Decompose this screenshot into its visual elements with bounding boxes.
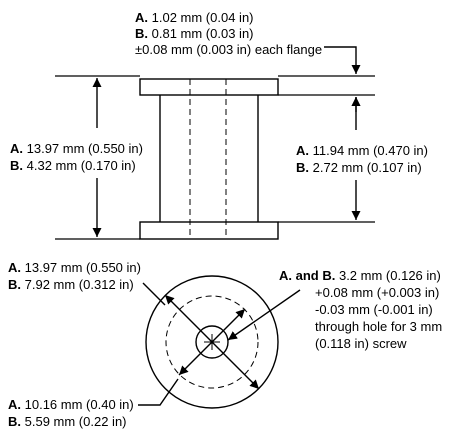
body-circle-hidden [165,295,259,389]
body-diameter-a-label: A. 10.16 mm (0.40 in) [8,397,134,412]
flange-thickness-tolerance-label: ±0.08 mm (0.003 in) each flange [135,42,325,58]
through-hole-label-4: through hole for 3 mm [315,319,443,334]
inner-length-b-label: B. 2.72 mm (0.107 in) [296,160,422,175]
body-diameter-arrow [178,341,213,376]
body-diameter-b-label: B. 5.59 mm (0.22 in) [8,414,127,429]
inner-length-a-label: A. 11.94 mm (0.470 in) [296,143,428,158]
through-hole-label-2: +0.08 mm (+0.003 in) [315,285,440,300]
overall-length-b-label: B. 4.32 mm (0.170 in) [10,158,136,173]
through-hole-leader [227,289,301,341]
outer-diameter-leader [142,282,166,306]
flange-thickness-a-label: A. 1.02 mm (0.04 in) [135,10,254,25]
body-diameter-leader [138,378,179,406]
top-flange [139,78,279,96]
through-hole-label-5: (0.118 in) screw [315,336,407,351]
through-hole-circle [195,325,229,359]
end-view [138,275,301,409]
flange-thickness-b-label: B. 0.81 mm (0.03 in) [135,26,254,41]
outer-circle [145,275,279,409]
outer-diameter-b-label: B. 7.92 mm (0.312 in) [8,277,134,292]
side-view [55,46,375,240]
body-diameter-arrow [211,308,246,343]
overall-length-a-label: A. 13.97 mm (0.550 in) [10,141,143,156]
outer-diameter-arrow [211,341,260,390]
outer-diameter-arrow [164,294,213,343]
outer-diameter-a-label: A. 13.97 mm (0.550 in) [8,260,141,275]
through-hole-label-3: -0.03 mm (-0.001 in) [315,302,433,317]
through-hole-label-1: A. and B. 3.2 mm (0.126 in) [279,268,441,283]
bottom-flange [139,221,279,240]
